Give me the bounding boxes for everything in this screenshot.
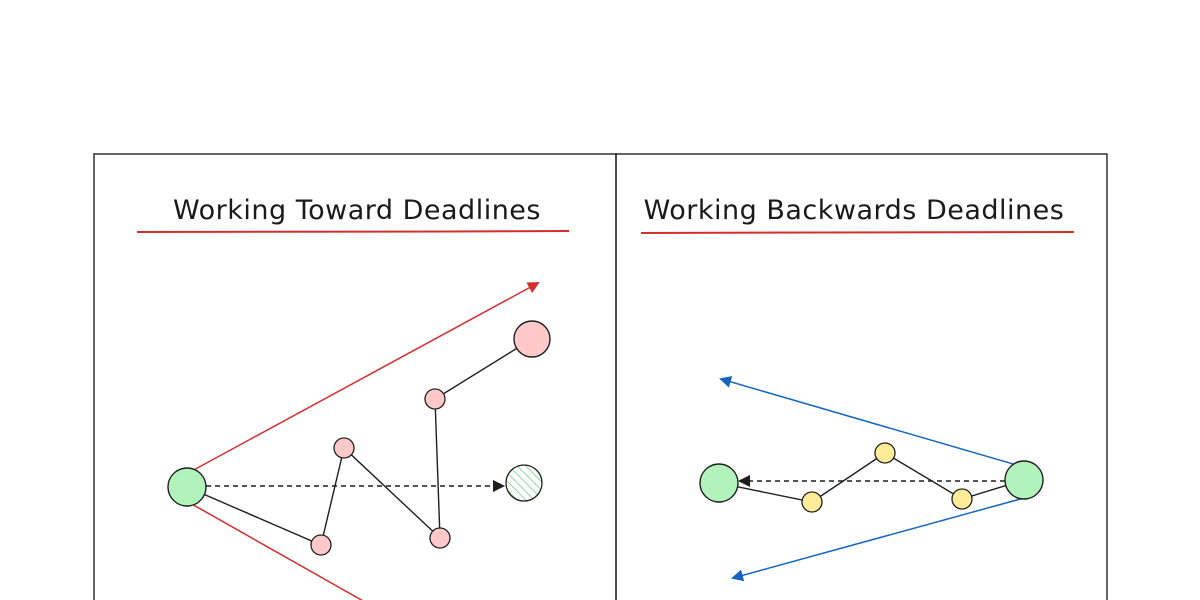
right-zigzag-path <box>718 452 1025 503</box>
left-target-node <box>505 464 543 502</box>
left-intermediate-node <box>310 534 332 556</box>
right-target-node <box>699 463 739 503</box>
right-start-node <box>1004 460 1044 500</box>
right-title-underline <box>640 231 1075 234</box>
left-title-underline <box>136 230 570 233</box>
left-panel-title: Working Toward Deadlines <box>173 195 541 226</box>
blue-upper-arrow <box>719 376 1021 467</box>
left-panel: Working Toward Deadlines <box>136 195 570 600</box>
left-intermediate-node <box>333 437 355 459</box>
right-panel: Working Backwards Deadlines <box>640 195 1075 582</box>
red-upper-arrow <box>189 282 540 473</box>
blue-lower-arrow <box>731 497 1025 582</box>
right-panel-frame <box>615 153 1108 600</box>
right-intermediate-node <box>874 442 896 464</box>
left-zigzag-path <box>186 338 533 546</box>
right-panel-title: Working Backwards Deadlines <box>644 195 1065 226</box>
left-intermediate-node <box>429 527 451 549</box>
left-end-node <box>513 320 551 358</box>
left-start-node <box>167 467 207 507</box>
red-lower-line <box>189 502 363 600</box>
left-intermediate-node <box>424 388 446 410</box>
right-intermediate-node <box>951 488 973 510</box>
right-intermediate-node <box>801 491 823 513</box>
